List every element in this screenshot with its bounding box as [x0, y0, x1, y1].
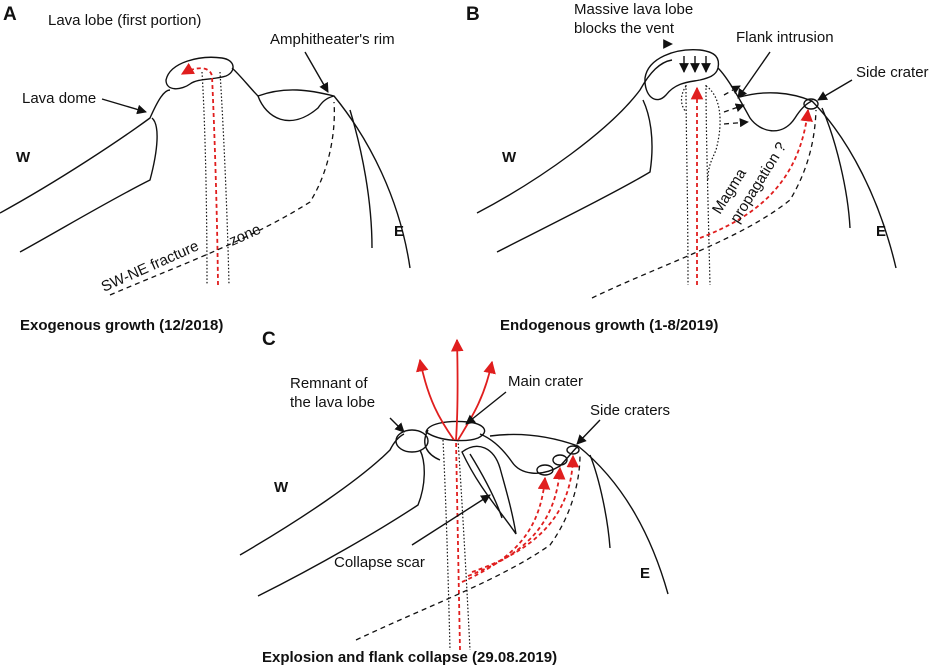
panel-a-rim-arrow	[304, 51, 329, 93]
panel-b-intrusion-arrow-3	[723, 118, 749, 128]
panel-b-flank-arrow	[737, 51, 771, 99]
panel-a-lava-lobe	[165, 56, 234, 90]
panel-a-caption: Exogenous growth (12/2018)	[20, 317, 223, 334]
panel-c-conduit-left	[442, 439, 451, 651]
panel-b-massive-line1: Massive lava lobe	[574, 1, 693, 18]
panel-b-west-flank	[476, 59, 673, 214]
panel-a-rim-label: Amphitheater's rim	[270, 31, 395, 48]
panel-c-fracture	[355, 454, 581, 641]
panel-a-letter: A	[3, 4, 17, 25]
panel-a-lava-lobe-label: Lava lobe (first portion)	[48, 12, 201, 29]
panel-a-east: E	[394, 223, 404, 240]
panel-a-conduit-left	[201, 71, 208, 286]
panel-b-intrusion	[705, 85, 721, 181]
panel-b-massive-lobe	[644, 49, 720, 101]
panel-c-west-flank	[239, 433, 405, 556]
panel-b-massive-line2: blocks the vent	[574, 20, 675, 37]
panel-a-fracture-label-1: SW-NE fracture	[99, 238, 202, 296]
panel-b-east: E	[876, 223, 886, 240]
panel-a-east-scarp	[349, 109, 373, 249]
panel-b-fracture	[591, 109, 817, 299]
panel-c-remnant-line2: the lava lobe	[290, 394, 375, 411]
panel-c-side-craters-arrow	[576, 419, 601, 445]
panel-a-magma-path	[180, 62, 219, 286]
panel-c-letter: C	[262, 329, 276, 350]
panel-b-rim-outer	[739, 92, 897, 269]
panel-c-rim-outer	[489, 433, 669, 595]
panel-b-side-crater-arrow	[817, 79, 853, 101]
panel-b-flank-label: Flank intrusion	[736, 29, 834, 46]
panel-c-collapse-scar	[461, 445, 517, 535]
panel-c-main-crater-arrow	[465, 391, 507, 425]
panel-c-inner-flank	[257, 449, 425, 597]
panel-a-west-flank	[0, 89, 171, 214]
panel-a-inner-flank	[19, 117, 158, 253]
panel-b-east-scarp	[821, 107, 851, 229]
panel-c-west: W	[274, 479, 289, 496]
panel-a-rim-outer	[257, 89, 411, 269]
panel-b-intrusion-arrow-1	[723, 85, 741, 96]
panel-c-dome-surface	[424, 429, 441, 461]
panel-a-conduit-right	[219, 71, 230, 286]
panel-b-caption: Endogenous growth (1-8/2019)	[500, 317, 718, 334]
panel-b-side-crater-label: Side crater	[856, 64, 929, 81]
panel-c-collapse-arrow	[411, 494, 491, 546]
panel-a-dome-surface	[231, 67, 335, 122]
panel-b-magma-path-flank	[699, 108, 813, 239]
panel-b: B Massive lava lobe block	[466, 1, 929, 334]
panel-c-explosion-right	[457, 360, 496, 441]
panel-b-conduit-right	[705, 84, 711, 286]
panel-c: C Remnant	[239, 329, 670, 666]
panel-c-collapse-inner	[469, 453, 503, 519]
panel-a: A Lava lobe (first portion) Amphitheater…	[0, 4, 411, 334]
panel-c-caption: Explosion and flank collapse (29.08.2019…	[262, 649, 557, 666]
panel-c-crater-right	[479, 433, 579, 474]
panel-b-letter: B	[466, 4, 480, 25]
panel-a-fracture-label-2: zone	[227, 221, 264, 250]
panel-c-side-crater-3	[566, 445, 580, 455]
panel-a-fracture	[109, 101, 335, 296]
panel-c-east-scarp	[589, 454, 611, 549]
panel-c-collapse-label: Collapse scar	[334, 554, 425, 571]
panel-a-dome-arrow	[101, 98, 147, 115]
panel-b-conduit-left	[685, 84, 689, 286]
panel-b-west: W	[502, 149, 517, 166]
panel-c-side-craters-label: Side craters	[590, 402, 670, 419]
panel-b-dome-surface	[717, 67, 813, 132]
panel-a-dome-label: Lava dome	[22, 90, 96, 107]
panel-c-remnant-lobe	[395, 429, 429, 453]
panel-c-magma-flank-1	[461, 476, 551, 583]
panel-c-magma-vertical	[455, 439, 461, 651]
panel-c-remnant-arrow	[389, 417, 405, 433]
panel-c-east: E	[640, 565, 650, 582]
panel-c-main-crater-label: Main crater	[508, 373, 583, 390]
panel-c-magma-flank-3	[471, 454, 580, 573]
panel-b-intrusion-arrow-2	[723, 103, 745, 113]
panel-c-remnant-line1: Remnant of	[290, 375, 368, 392]
panel-a-west: W	[16, 149, 31, 166]
panel-c-explosion-left	[416, 358, 455, 441]
panel-b-intrusion-left	[680, 85, 687, 113]
panel-c-explosion-center	[450, 338, 464, 441]
panel-b-inner-flank	[496, 99, 653, 253]
